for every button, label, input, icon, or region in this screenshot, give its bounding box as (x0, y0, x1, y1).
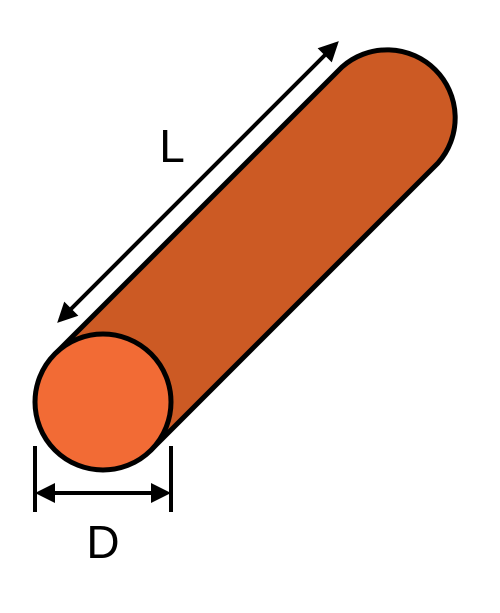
cylinder-end-face (32, 331, 174, 473)
diameter-label: D (86, 516, 119, 568)
length-dimension-arrow (57, 41, 339, 323)
length-label: L (159, 120, 185, 172)
